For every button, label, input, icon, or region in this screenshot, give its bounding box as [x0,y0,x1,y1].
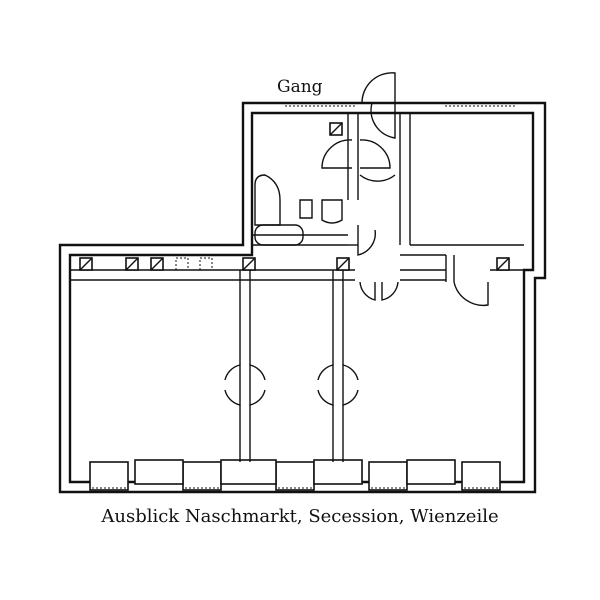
bath-fixtures [254,174,343,246]
outer-walls [58,101,547,494]
chimney-flues [79,122,510,271]
corridor-label: Gang [277,77,323,97]
facade-piers [134,459,456,485]
plan-caption: Ausblick Naschmarkt, Secession, Wienzeil… [101,506,499,527]
doors [224,72,489,406]
interior-walls [70,113,524,462]
window-sill-hatching [92,105,515,489]
